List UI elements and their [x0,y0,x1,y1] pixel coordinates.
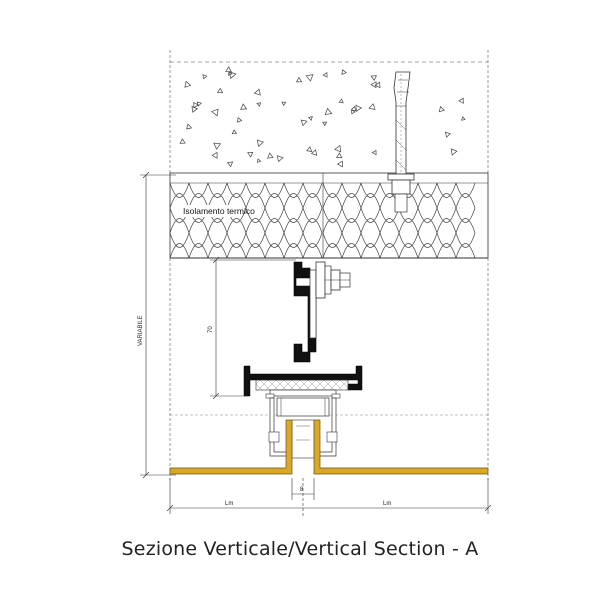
aggregate-mark [213,142,222,150]
insulation-label: Isolamento termico [183,206,255,216]
insulation-layer: Isolamento termico [169,172,489,259]
aggregate-mark [450,148,458,156]
aggregate-mark [247,151,254,158]
concrete-aggregate [179,66,466,168]
aggregate-mark [445,131,451,138]
horizontal-rail [243,365,363,417]
aggregate-mark [253,88,261,96]
aggregate-mark [211,151,218,159]
aggregate-mark [322,121,328,127]
aggregate-mark [191,105,199,113]
concrete-wall [169,50,489,173]
aggregate-mark [186,123,193,130]
aggregate-mark [322,71,328,78]
aggregate-mark [211,108,219,117]
aggregate-mark [335,152,343,159]
anchor-bolt [387,71,415,215]
aggregate-mark [368,103,376,110]
dimension-lines [140,171,492,516]
aggregate-mark [226,161,234,168]
aggregate-mark [281,101,287,107]
aggregate-mark [324,107,333,116]
aggregate-mark [236,117,243,123]
aggregate-mark [336,160,343,168]
aggregate-mark [229,71,237,80]
aggregate-mark [308,116,313,121]
aggregate-mark [179,138,186,144]
aggregate-mark [184,80,192,88]
aggregate-mark [196,101,202,107]
aggregate-mark [240,103,248,110]
aggregate-mark [227,70,233,76]
z-bracket [293,261,351,363]
section-caption: Sezione Verticale/Vertical Section - A [121,538,479,560]
vertical-section-drawing: Isolamento termico [138,50,492,516]
aggregate-mark [371,149,377,156]
aggregate-mark [231,129,238,135]
aggregate-mark [438,105,445,113]
module-right-label: Lm [383,501,391,507]
aggregate-mark [202,74,208,80]
aggregate-mark [351,109,356,115]
aggregate-mark [256,158,262,163]
panel-right [313,419,489,475]
aggregate-mark [276,155,284,163]
gap-dimension-label: 8 [300,487,304,493]
aggregate-mark [306,146,313,152]
aggregate-mark [300,119,308,127]
module-left-label: Lm [225,501,233,507]
aggregate-mark [350,105,357,112]
aggregate-mark [256,102,262,107]
aggregate-mark [216,87,224,94]
insulation-waves [169,182,476,259]
height-dimension-label: VARIABILE [138,315,144,346]
facade-panels [169,419,489,475]
aggregate-mark [305,74,314,82]
aggregate-mark [374,81,381,89]
panel-left [169,419,293,475]
aggregate-mark [225,66,232,73]
aggregate-mark [256,139,265,147]
aggregate-mark [310,149,318,156]
aggregate-mark [458,97,464,104]
aggregate-mark [193,102,199,109]
aggregate-mark [355,104,363,112]
aggregate-mark [338,98,344,104]
aggregate-mark [267,152,274,159]
aggregate-mark [370,81,377,89]
aggregate-mark [334,144,342,153]
bracket-dimension-label: 70 [208,326,214,333]
aggregate-mark [460,116,466,121]
aggregate-mark [295,76,303,83]
aggregate-mark [341,69,347,75]
aggregate-mark [370,75,377,81]
